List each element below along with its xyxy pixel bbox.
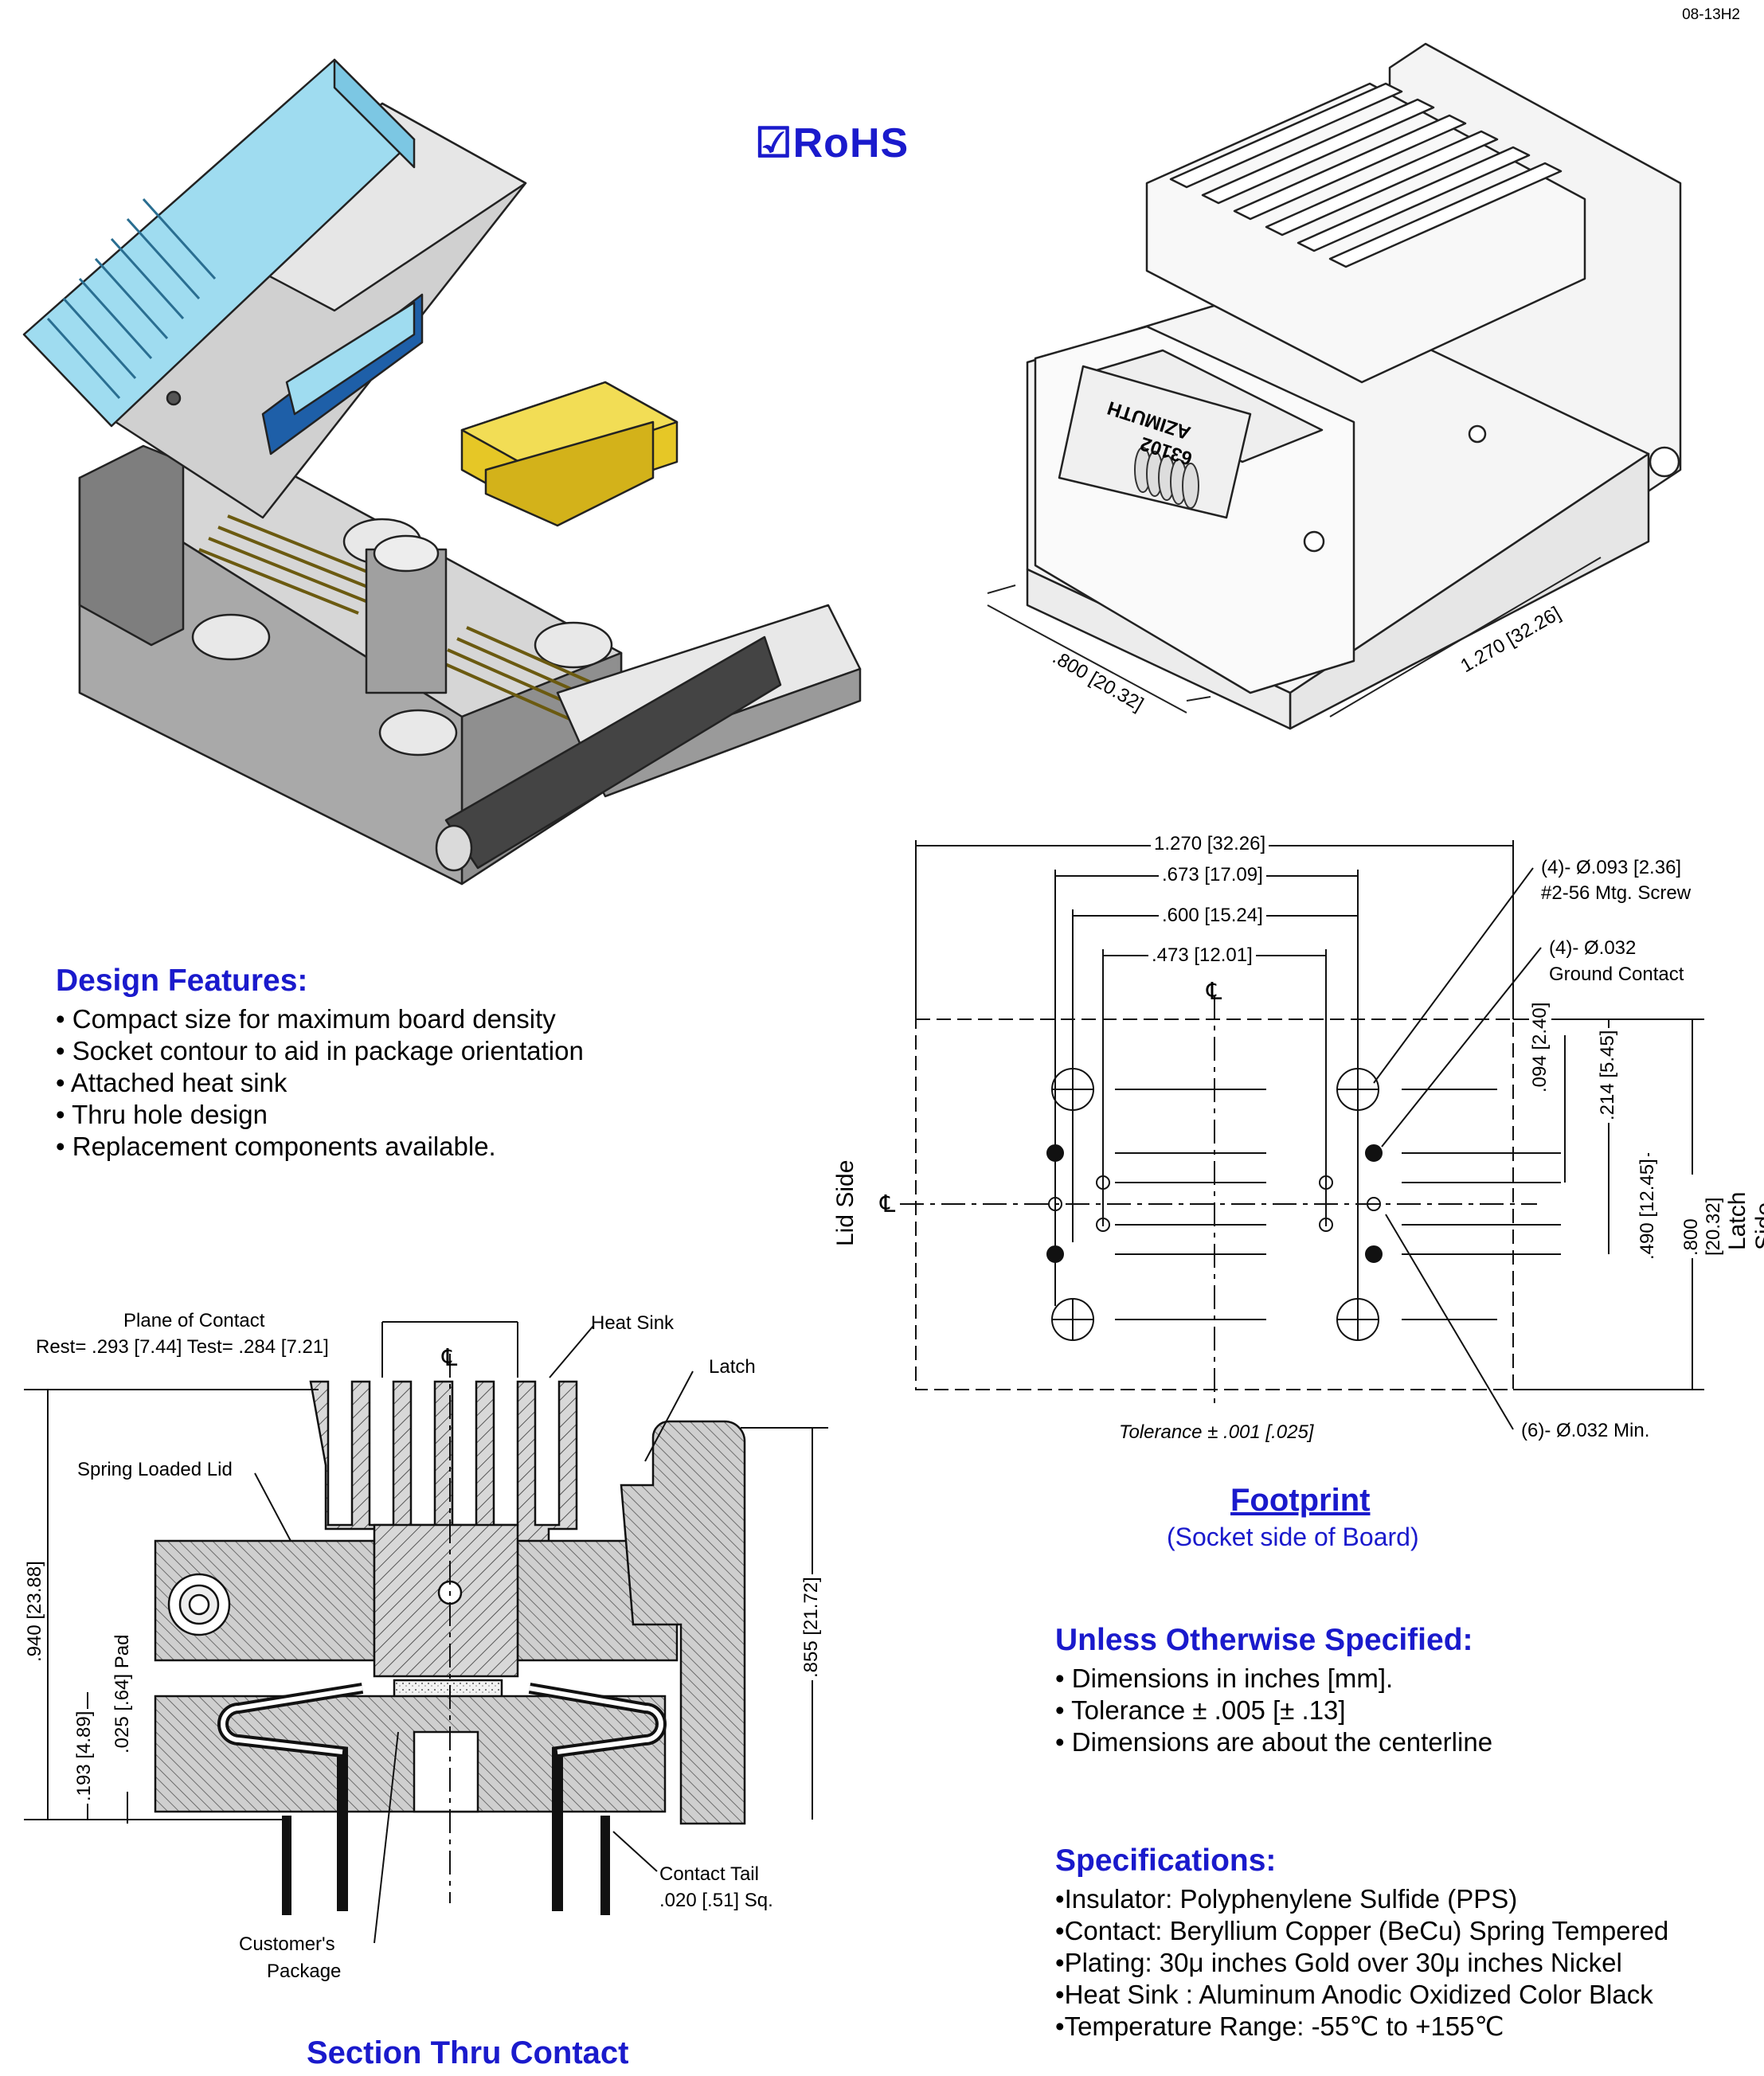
fp-min-holes-callout: (6)- Ø.032 Min. <box>1521 1420 1650 1441</box>
fp-centerline-top: ℄ <box>1207 979 1222 1005</box>
design-feature-item: Socket contour to aid in package orienta… <box>56 1035 772 1067</box>
section-title: Section Thru Contact <box>307 2035 629 2070</box>
sec-contact-tail-label: Contact Tail <box>659 1863 759 1885</box>
iso-closed-socket-view <box>987 42 1682 730</box>
specifications-title: Specifications: <box>1055 1843 1277 1878</box>
design-feature-item: Compact size for maximum board density <box>56 1003 772 1035</box>
unless-item: Dimensions are about the centerline <box>1055 1726 1740 1758</box>
fp-latch-side-label: Latch Side <box>1724 1191 1764 1250</box>
sec-latch-label: Latch <box>709 1356 756 1378</box>
unless-list: Dimensions in inches [mm]. Tolerance ± .… <box>1055 1663 1740 1758</box>
fp-centerline-left: ℄ <box>880 1191 896 1218</box>
design-feature-item: Replacement components available. <box>56 1131 772 1163</box>
spec-item: Temperature Range: -55℃ to +155℃ <box>1055 2011 1756 2043</box>
fp-tolerance: Tolerance ± .001 [.025] <box>1119 1421 1314 1443</box>
spec-item: Heat Sink : Aluminum Anodic Oxidized Col… <box>1055 1979 1756 2011</box>
rohs-mark: ☑RoHS <box>755 119 909 167</box>
sec-dim-025-pad: .025 [.64] Pad <box>111 1632 134 1756</box>
fp-dim-800: .800 [20.32] <box>1680 1175 1725 1258</box>
design-feature-item: Thru hole design <box>56 1099 772 1131</box>
fp-lid-side-label: Lid Side <box>832 1159 859 1246</box>
footprint-subtitle: (Socket side of Board) <box>1167 1523 1419 1551</box>
specifications-block: Specifications: Insulator: Polyphenylene… <box>1055 1843 1756 2043</box>
fp-dim-214: .214 [5.45] <box>1597 1027 1619 1123</box>
sec-heat-sink-label: Heat Sink <box>591 1312 675 1334</box>
unless-item: Dimensions in inches [mm]. <box>1055 1663 1740 1695</box>
fp-dim-overall: 1.270 [32.26] <box>1151 833 1269 855</box>
unless-item: Tolerance ± .005 [± .13] <box>1055 1695 1740 1726</box>
fp-mtg-screw-callout: #2-56 Mtg. Screw <box>1541 882 1692 904</box>
spec-item: Contact: Beryllium Copper (BeCu) Spring … <box>1055 1915 1756 1947</box>
fp-ground-dia-callout: (4)- Ø.032 <box>1549 937 1637 959</box>
sec-plane-of-contact: Plane of Contact <box>123 1310 265 1331</box>
fp-ground-label: Ground Contact <box>1549 964 1684 985</box>
sec-customers-label: Customer's <box>239 1933 335 1955</box>
sec-contact-tail-size: .020 [.51] Sq. <box>659 1890 773 1911</box>
specifications-list: Insulator: Polyphenylene Sulfide (PPS) C… <box>1055 1883 1756 2043</box>
sec-rest-test: Rest= .293 [7.44] Test= .284 [7.21] <box>36 1336 329 1358</box>
sec-dim-940: .940 [23.88] <box>24 1558 46 1664</box>
design-features-block: Design Features: Compact size for maximu… <box>56 964 772 1163</box>
fp-dim-473: .473 [12.01] <box>1148 944 1256 967</box>
design-feature-item: Attached heat sink <box>56 1067 772 1099</box>
fp-dim-490: .490 [12.45] <box>1637 1156 1659 1262</box>
iso-open-socket-view <box>22 58 862 886</box>
document-id: 08-13H2 <box>1682 6 1740 23</box>
sec-centerline: ℄ <box>442 1345 458 1371</box>
checkbox-icon: ☑ <box>755 120 793 166</box>
fp-dim-673: .673 [17.09] <box>1159 864 1266 886</box>
spec-item: Plating: 30μ inches Gold over 30μ inches… <box>1055 1947 1756 1979</box>
sec-dim-855: .855 [21.72] <box>800 1574 823 1680</box>
fp-mtg-holes-callout: (4)- Ø.093 [2.36] <box>1541 857 1682 878</box>
footprint-title: Footprint <box>1230 1483 1371 1518</box>
sec-spring-lid-label: Spring Loaded Lid <box>77 1459 233 1480</box>
sec-dim-193: .193 [4.89] <box>73 1708 96 1804</box>
design-features-title: Design Features: <box>56 964 308 998</box>
unless-title: Unless Otherwise Specified: <box>1055 1623 1473 1657</box>
unless-block: Unless Otherwise Specified: Dimensions i… <box>1055 1623 1740 1758</box>
footprint-drawing <box>900 840 1704 1430</box>
design-features-list: Compact size for maximum board density S… <box>56 1003 772 1163</box>
sec-package-label: Package <box>267 1961 342 1982</box>
fp-dim-600: .600 [15.24] <box>1159 905 1266 927</box>
iso-dim-width: .800 [20.32] <box>1049 647 1147 716</box>
section-drawing <box>24 1321 828 1944</box>
spec-item: Insulator: Polyphenylene Sulfide (PPS) <box>1055 1883 1756 1915</box>
fp-dim-094: .094 [2.40] <box>1529 999 1551 1095</box>
rohs-label: RoHS <box>792 120 909 166</box>
